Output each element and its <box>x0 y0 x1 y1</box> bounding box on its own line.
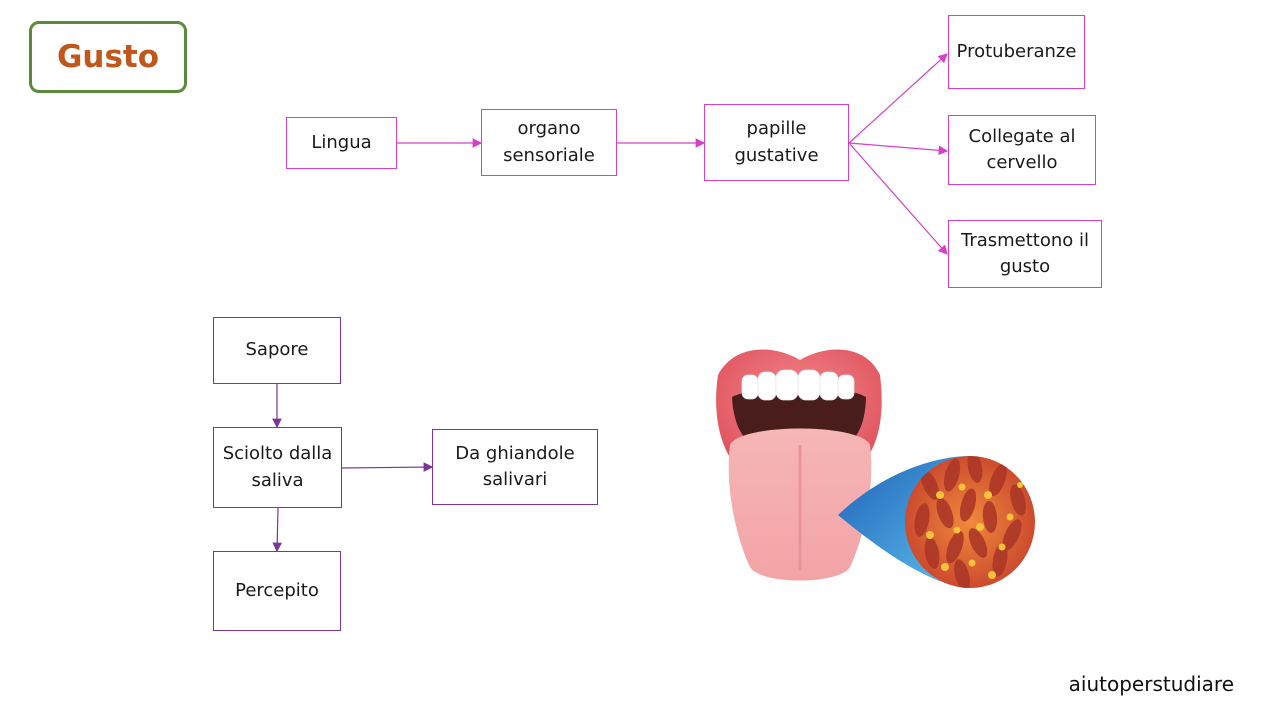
label-sapore: Sapore <box>245 339 309 361</box>
label-percepito: Percepito <box>235 579 319 601</box>
arrow-papille-trasmettono <box>848 142 948 255</box>
papillae-texture <box>914 456 1026 588</box>
box-sapore: Sapore <box>213 317 341 384</box>
label-lingua: Lingua <box>311 131 372 153</box>
box-lingua: Lingua <box>286 117 397 169</box>
arrow-papille-protuberanze <box>848 53 948 144</box>
teeth <box>741 369 855 401</box>
arrow-papille-collegate <box>848 142 949 156</box>
tongue-illustration <box>716 349 1035 588</box>
page-title: Gusto <box>29 21 187 93</box>
arrow-sciolto-percepito <box>272 507 282 553</box>
arrow-sciolto-ghiandole <box>341 462 434 472</box>
box-protuberanze: Protuberanze <box>948 15 1085 89</box>
footer-watermark: aiutoperstudiare <box>1068 672 1234 696</box>
label-protuberanze: Protuberanze <box>956 40 1077 62</box>
box-percepito: Percepito <box>213 551 341 631</box>
